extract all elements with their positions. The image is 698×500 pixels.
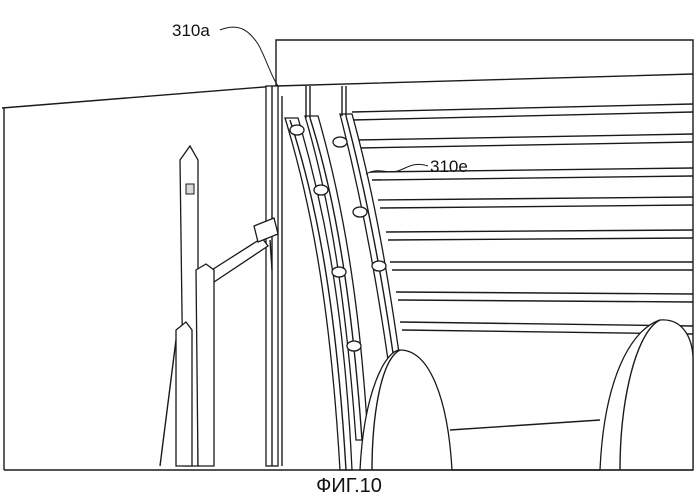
posts [306,86,346,118]
clamp-plates [160,146,214,466]
slats [352,104,693,334]
label-310a: 310a [172,21,210,40]
figure-caption: ФИГ.10 [316,475,382,497]
wheels [360,320,693,470]
vertical-column [266,86,282,466]
leader-310a [220,27,278,86]
label-310e: 310e [430,157,468,176]
